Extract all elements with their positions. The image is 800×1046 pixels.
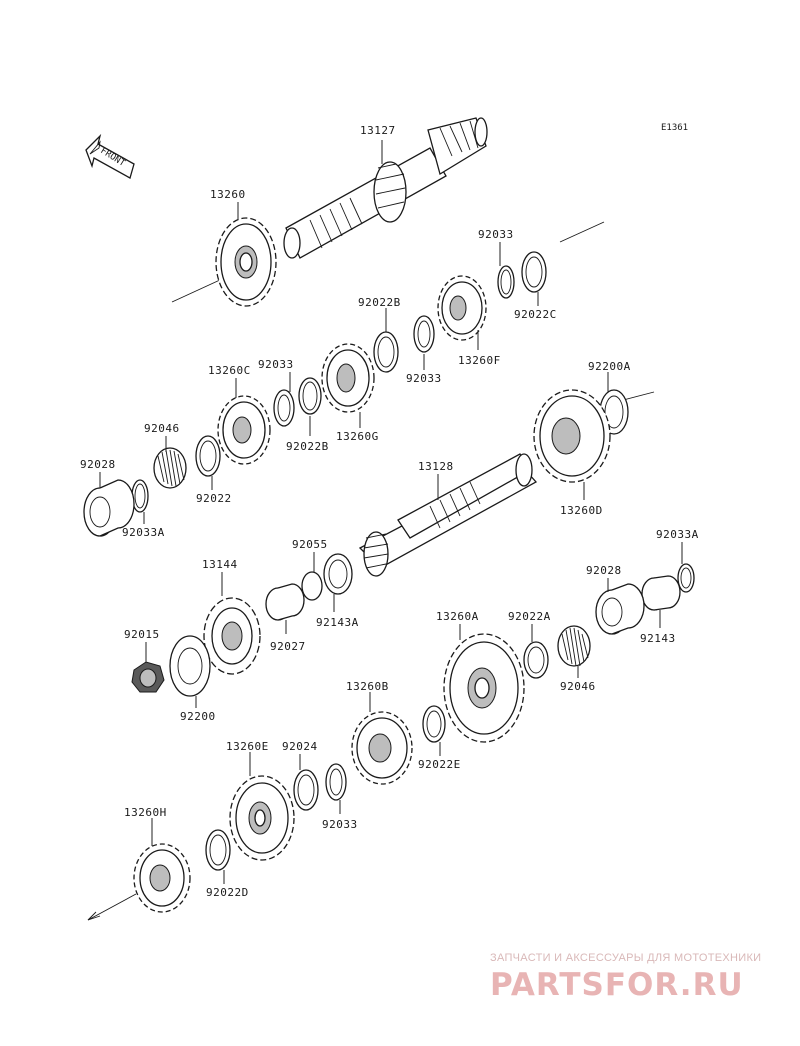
callout-92033A-left: 92033A — [122, 526, 165, 539]
callout-92055: 92055 — [292, 538, 328, 551]
callout-92143: 92143 — [640, 632, 676, 645]
callout-13260F: 13260F — [458, 354, 501, 367]
circlip-92033-c — [273, 389, 295, 427]
watermark-tagline: ЗАПЧАСТИ И АКСЕССУАРЫ ДЛЯ МОТОТЕХНИКИ — [490, 952, 762, 964]
gear-13260F — [437, 275, 487, 341]
bearing-92028-right — [595, 583, 645, 635]
callout-92033-bottom: 92033 — [322, 818, 358, 831]
callout-13260A: 13260A — [436, 610, 479, 623]
callout-13260E: 13260E — [226, 740, 269, 753]
circlip-92033-mid — [413, 315, 435, 353]
nut-92015 — [131, 661, 165, 693]
washer-92055 — [323, 553, 353, 595]
watermark-logo-text: PARTSFOR.RU — [490, 967, 744, 1002]
washer-92022D — [205, 829, 231, 871]
circlip-92033A-left — [131, 479, 149, 513]
washer-92200 — [169, 635, 211, 697]
callout-92143A: 92143A — [316, 616, 359, 629]
gear-13260B — [351, 711, 413, 785]
callout-13260C: 13260C — [208, 364, 251, 377]
input-shaft-13127 — [283, 117, 488, 259]
gear-13260C — [217, 395, 271, 465]
diagram-code: E1361 — [661, 123, 688, 133]
callout-92033-c: 92033 — [258, 358, 294, 371]
callout-92200: 92200 — [180, 710, 216, 723]
circlip-92033-top — [497, 265, 515, 299]
watermark-logo: PARTSFOR.RU — [490, 967, 744, 1002]
callout-92027: 92027 — [270, 640, 306, 653]
washer-92024 — [293, 769, 319, 811]
callout-92046-left: 92046 — [144, 422, 180, 435]
callout-92022A: 92022A — [508, 610, 551, 623]
callout-92200A: 92200A — [588, 360, 631, 373]
callout-92022C: 92022C — [514, 308, 557, 321]
gear-13260A — [443, 633, 525, 743]
sprocket-13144 — [203, 597, 261, 675]
circlip-92033-bottom — [325, 763, 347, 801]
needle-bearing-92046-right — [557, 625, 591, 667]
washer-92022B-low — [298, 377, 322, 415]
circlip-92033A-right — [677, 563, 695, 593]
callout-92033-mid: 92033 — [406, 372, 442, 385]
callout-92028-right: 92028 — [586, 564, 622, 577]
callout-13128: 13128 — [418, 460, 454, 473]
callout-92022B-top: 92022B — [358, 296, 401, 309]
callout-92024: 92024 — [282, 740, 318, 753]
collar-92027 — [265, 583, 305, 621]
callout-13260: 13260 — [210, 188, 246, 201]
callout-92033-top: 92033 — [478, 228, 514, 241]
callout-13260G: 13260G — [336, 430, 379, 443]
callout-13144: 13144 — [202, 558, 238, 571]
bearing-92028-left — [83, 479, 135, 537]
callout-92022E: 92022E — [418, 758, 461, 771]
washer-92022A — [523, 641, 549, 679]
callout-13260B: 13260B — [346, 680, 389, 693]
gear-13260D — [533, 389, 611, 483]
gear-13260 — [215, 217, 277, 307]
gear-13260H — [133, 843, 191, 913]
output-shaft-13128 — [358, 453, 538, 577]
callout-92046-right: 92046 — [560, 680, 596, 693]
collar-92143 — [641, 575, 681, 611]
washer-92022E — [422, 705, 446, 743]
washer-92022 — [195, 435, 221, 477]
washer-92022C — [521, 251, 547, 293]
callout-92033A-right: 92033A — [656, 528, 699, 541]
callout-92022B-low: 92022B — [286, 440, 329, 453]
callout-13127: 13127 — [360, 124, 396, 137]
callout-92028-left: 92028 — [80, 458, 116, 471]
needle-bearing-92046-left — [153, 447, 187, 489]
callout-92022: 92022 — [196, 492, 232, 505]
callout-13260H: 13260H — [124, 806, 167, 819]
collar-92143A — [301, 571, 323, 601]
callout-13260D: 13260D — [560, 504, 603, 517]
front-arrow-icon: FRONT — [85, 133, 135, 179]
gear-13260G — [321, 343, 375, 413]
axis-line — [559, 221, 605, 243]
callout-92022D: 92022D — [206, 886, 249, 899]
gear-13260E — [229, 775, 295, 861]
callout-92015: 92015 — [124, 628, 160, 641]
axis-line — [87, 893, 137, 921]
washer-92022B-top — [373, 331, 399, 373]
